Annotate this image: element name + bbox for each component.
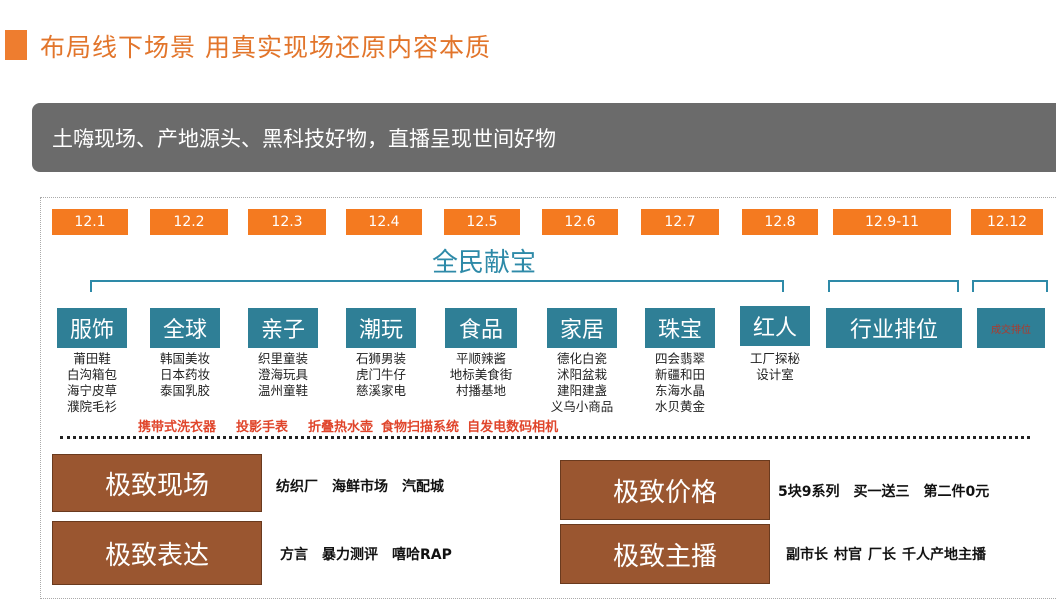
subitem: 织里童装 [257, 351, 308, 366]
feature-items: 副市长村官厂长千人产地主播 [786, 544, 1000, 564]
subitem: 东海水晶 [654, 383, 705, 398]
category-box: 家居 [547, 308, 617, 348]
product: 投影手表 [236, 420, 289, 435]
subitem: 平顺辣酱 [455, 351, 506, 366]
category-box: 全球 [150, 308, 220, 348]
subitem: 义乌小商品 [550, 399, 614, 414]
banner: 土嗨现场、产地源头、黑科技好物，直播呈现世间好物 [32, 103, 1056, 172]
category-subitems: 四会翡翠新疆和田东海水晶水贝黄金 [630, 351, 730, 415]
feature-box: 极致现场 [52, 454, 262, 512]
feature-item: 村官 [834, 547, 862, 563]
subitem: 新疆和田 [654, 367, 705, 382]
subitem: 日本药妆 [159, 367, 210, 382]
date-pill: 12.1 [52, 209, 128, 235]
category-subitems: 工厂探秘设计室 [725, 351, 825, 383]
feature-item: 海鲜市场 [332, 479, 388, 495]
banner-text: 土嗨现场、产地源头、黑科技好物，直播呈现世间好物 [52, 127, 556, 151]
category-subitems: 德化白瓷沭阳盆栽建阳建盏义乌小商品 [532, 351, 632, 415]
subitem: 德化白瓷 [556, 351, 607, 366]
category-subitems: 莆田鞋白沟箱包海宁皮草濮院毛衫 [42, 351, 142, 415]
category-box: 珠宝 [645, 308, 715, 348]
headline: 全民献宝 [432, 248, 537, 278]
date-pill: 12.8 [742, 209, 818, 235]
feature-item: 暴力测评 [322, 547, 378, 563]
feature-items: 方言暴力测评嘻哈RAP [280, 544, 466, 564]
product: 食物扫描系统 [381, 420, 460, 435]
date-pill: 12.12 [971, 209, 1043, 235]
feature-item: 第二件0元 [923, 484, 990, 500]
category-subitems: 韩国美妆日本药妆泰国乳胶 [135, 351, 235, 399]
feature-items: 5块9系列买一送三第二件0元 [778, 481, 1003, 501]
feature-item: 纺织厂 [276, 479, 318, 495]
date-pill: 12.3 [248, 209, 326, 235]
product: 自发电数码相机 [467, 420, 559, 435]
feature-item: 5块9系列 [778, 484, 840, 500]
bracket-industry [828, 280, 959, 292]
subitem: 温州童鞋 [257, 383, 308, 398]
date-pill: 12.5 [444, 209, 520, 235]
subitem: 村播基地 [455, 383, 506, 398]
subitem: 慈溪家电 [355, 383, 406, 398]
subitem: 虎门牛仔 [355, 367, 406, 382]
category-box: 成交排位 [977, 308, 1045, 348]
category-box: 红人 [740, 306, 810, 346]
subitem: 澄海玩具 [257, 367, 308, 382]
subitem: 韩国美妆 [159, 351, 210, 366]
category-box: 亲子 [248, 308, 318, 348]
feature-item: 嘻哈RAP [392, 547, 452, 563]
feature-box: 极致价格 [560, 460, 770, 520]
divider [60, 436, 1030, 439]
feature-item: 方言 [280, 547, 308, 563]
subitem: 濮院毛衫 [66, 399, 117, 414]
subitem: 泰国乳胶 [159, 383, 210, 398]
subitem: 四会翡翠 [654, 351, 705, 366]
feature-box: 极致主播 [560, 524, 770, 584]
product-list: 携带式洗衣器 投影手表 折叠热水壶食物扫描系统自发电数码相机 [138, 416, 578, 435]
title-accent [5, 30, 27, 60]
subitem: 地标美食街 [449, 367, 513, 382]
feature-item: 副市长 [786, 547, 828, 563]
subitem: 设计室 [756, 367, 794, 382]
category-box: 潮玩 [346, 308, 416, 348]
date-pill: 12.6 [542, 209, 618, 235]
category-box: 服饰 [57, 308, 127, 348]
feature-item: 厂长 [868, 547, 896, 563]
category-subitems: 石狮男装虎门牛仔慈溪家电 [331, 351, 431, 399]
subitem: 石狮男装 [355, 351, 406, 366]
feature-box: 极致表达 [52, 521, 262, 585]
category-subitems: 织里童装澄海玩具温州童鞋 [233, 351, 333, 399]
subitem: 建阳建盏 [556, 383, 607, 398]
subitem: 工厂探秘 [749, 351, 800, 366]
category-box: 食品 [445, 308, 517, 348]
subitem: 莆田鞋 [73, 351, 111, 366]
date-pill: 12.9-11 [833, 209, 951, 235]
bracket-main [90, 280, 784, 292]
page-title: 布局线下场景 用真实现场还原内容本质 [40, 33, 491, 62]
feature-item: 买一送三 [853, 484, 910, 500]
date-pill: 12.2 [150, 209, 228, 235]
subitem: 水贝黄金 [654, 399, 705, 414]
category-subitems: 平顺辣酱地标美食街村播基地 [430, 351, 532, 399]
product: 折叠热水壶 [308, 420, 374, 435]
feature-item: 千人产地主播 [902, 547, 986, 563]
category-box: 行业排位 [826, 308, 962, 348]
subitem: 海宁皮草 [66, 383, 117, 398]
product: 携带式洗衣器 [138, 420, 217, 435]
date-pill: 12.4 [346, 209, 422, 235]
subitem: 沭阳盆栽 [556, 367, 607, 382]
bracket-sales [972, 280, 1048, 292]
feature-item: 汽配城 [402, 479, 444, 495]
date-pill: 12.7 [641, 209, 719, 235]
feature-items: 纺织厂海鲜市场汽配城 [276, 476, 458, 496]
subitem: 白沟箱包 [66, 367, 117, 382]
